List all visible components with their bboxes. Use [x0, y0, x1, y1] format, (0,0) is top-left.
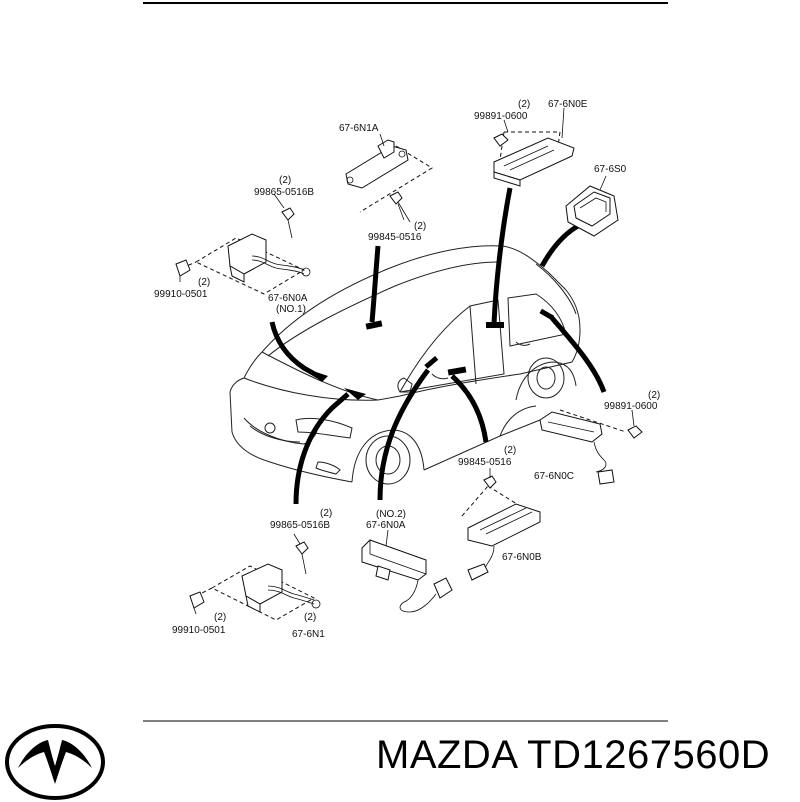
part-67-6n0b	[461, 468, 541, 581]
part-67-6s0	[565, 175, 619, 237]
label-no1: (NO.1)	[276, 304, 306, 315]
part-67-6n1	[189, 533, 321, 621]
label-no2: (NO.2)	[376, 509, 406, 520]
pointer-n1a	[369, 245, 381, 323]
label-67-6n0b: 67-6N0B	[502, 552, 542, 563]
part-67-6n0a-no2	[361, 529, 453, 613]
qty-99891-top: (2)	[518, 99, 530, 110]
pointer-no1-antenna	[269, 321, 320, 379]
mazda-logo-icon	[5, 724, 105, 800]
part-67-6n0a-no1	[175, 193, 311, 295]
label-67-6n1: 67-6N1	[292, 629, 325, 640]
qty-99845-mid: (2)	[504, 445, 516, 456]
label-67-6n1a: 67-6N1A	[339, 123, 379, 134]
label-67-6s0: 67-6S0	[594, 164, 627, 175]
qty-67-6n1: (2)	[304, 612, 316, 623]
qty-99865-bottom: (2)	[320, 508, 332, 519]
label-99865-0516b-bottom: 99865-0516B	[270, 520, 330, 531]
qty-99910-top: (2)	[198, 277, 210, 288]
brand-part-number: MAZDA TD1267560D	[376, 733, 771, 777]
pointer-n0e	[491, 187, 513, 325]
qty-99891-right: (2)	[648, 390, 660, 401]
label-99891-0600-right: 99891-0600	[604, 401, 658, 412]
label-99865-0516b-top: 99865-0516B	[254, 187, 314, 198]
labels: 67-6N1A (2) 99891-0600 67-6N0E 67-6S0 (2…	[154, 99, 660, 640]
part-67-6n0c	[539, 409, 643, 485]
label-67-6n0e: 67-6N0E	[548, 99, 588, 110]
label-67-6n0a-no1: 67-6N0A	[268, 293, 308, 304]
pointer-no2	[377, 368, 431, 501]
label-67-6n0c: 67-6N0C	[534, 471, 574, 482]
qty-99910-bottom: (2)	[214, 612, 226, 623]
pointer-n1	[293, 392, 350, 505]
part-67-6n0e	[493, 107, 575, 187]
pointer-s0	[539, 223, 580, 268]
label-99845-0516-mid: 99845-0516	[458, 457, 512, 468]
label-99910-0501-top: 99910-0501	[154, 289, 208, 300]
pointer-n0b	[450, 374, 489, 443]
part-67-6n1a	[345, 133, 433, 223]
car-markers	[304, 308, 555, 400]
label-99891-0600-top: 99891-0600	[474, 111, 528, 122]
label-67-6n0a-no2: 67-6N0A	[366, 520, 406, 531]
pointer-rear	[550, 316, 607, 393]
pointer-lines	[269, 187, 607, 505]
qty-99845-top: (2)	[414, 221, 426, 232]
label-99910-0501-bottom: 99910-0501	[172, 625, 226, 636]
qty-99865-top: (2)	[279, 175, 291, 186]
car-outline	[229, 245, 581, 485]
label-99845-0516-top: 99845-0516	[368, 232, 422, 243]
